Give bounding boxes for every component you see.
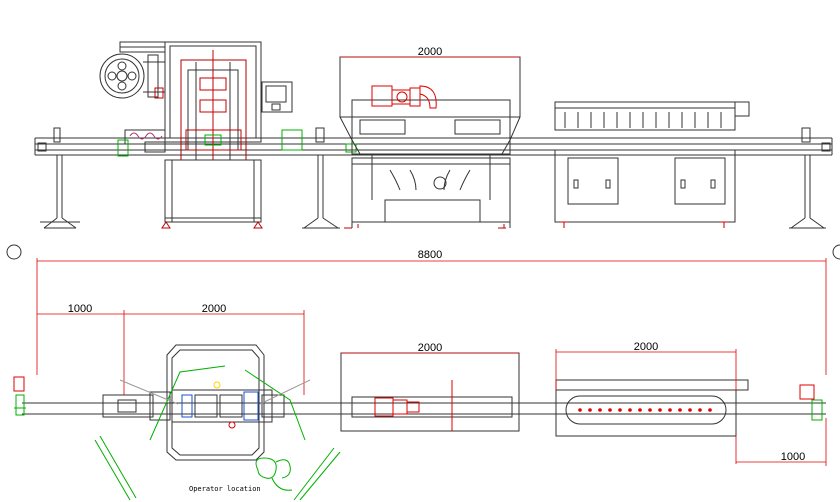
sheet-hole-left	[6, 244, 22, 260]
steam-generator-motor	[371, 85, 437, 109]
label-reel-icon	[99, 41, 166, 99]
front-conveyor-rail	[34, 137, 833, 156]
front-elevation	[34, 41, 833, 229]
plan-steam-tunnel	[340, 352, 520, 432]
plan-conveyor	[22, 402, 826, 415]
overall-dimension	[36, 258, 827, 375]
dimension-label-infeed: 1000	[68, 303, 92, 315]
feed-screw	[117, 129, 166, 157]
plan-steam-motor	[374, 397, 420, 417]
plan-view	[13, 344, 826, 461]
dimension-label-outfeed: 1000	[781, 451, 805, 463]
dimension-label-steam-tunnel: 2000	[418, 342, 442, 354]
front-tunnel-dimension: 2000	[340, 46, 520, 58]
dimension-label-overall: 8800	[418, 249, 442, 261]
middle-stand	[281, 127, 357, 229]
outfeed-dimension: 1000	[735, 418, 827, 466]
plan-sleeving-machine	[166, 344, 265, 461]
operator-location-label: Operator location	[189, 485, 261, 493]
sleeving-dimension	[124, 310, 305, 395]
operator-icon	[255, 457, 293, 491]
outfeed-stand	[789, 127, 831, 229]
plan-dryer	[555, 389, 737, 437]
sheet-hole-right	[832, 244, 840, 260]
infeed-stand	[37, 127, 80, 229]
dimension-label-sleeving: 2000	[202, 303, 226, 315]
plan-infeed-end	[13, 376, 26, 416]
dimension-label-dryer: 2000	[634, 341, 658, 353]
steam-tunnel	[339, 56, 521, 229]
control-panel-icon	[261, 81, 293, 113]
dryer-unit	[554, 101, 750, 228]
infeed-dimension	[37, 310, 125, 395]
plan-tunnel-dimension: 2000	[341, 342, 519, 354]
sleeving-machine	[161, 41, 263, 229]
dimension-label-front-tunnel: 2000	[418, 46, 442, 58]
operator-safety-zone	[94, 365, 341, 501]
plan-outfeed-end	[799, 384, 823, 421]
plan-dryer-heaters	[578, 408, 712, 412]
plan-dryer-dimension: 2000	[555, 341, 737, 390]
